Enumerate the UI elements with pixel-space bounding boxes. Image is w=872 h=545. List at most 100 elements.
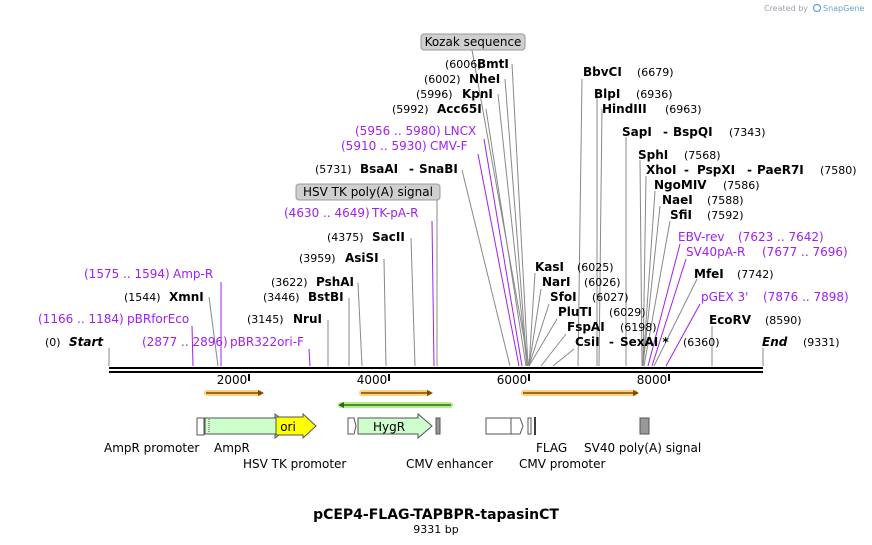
site-sep-pspxi: - [747,163,752,177]
site-sep-bsaai: - [409,162,414,176]
site-name-sphi: SphI [638,148,668,162]
site-pos-blpi: (6936) [636,88,673,101]
start-label: Start [69,335,104,349]
feature-label-cmv-enhancer: CMV enhancer [406,457,493,471]
feature-ori [275,412,317,440]
site-pos-sfii: (7592) [707,209,744,222]
feature-ampr-promoter [196,417,205,436]
start-pos: (0) [45,336,61,349]
primer-range-sv40par: (7677 .. 7696) [762,245,848,259]
primer-range-pbrforeco: (1166 .. 1184) [38,312,124,326]
primer-name-tkpar: TK-pA-R [371,206,419,220]
site-pos-ngomiv: (7586) [723,179,760,192]
feature-label-flag: FLAG [536,441,567,455]
feature-label-ampr: AmpR [214,441,250,455]
badge-hsv-tk-polya: HSV TK poly(A) signal [295,183,441,201]
site-name-nari: NarI [542,275,571,289]
feature-flag [527,417,532,435]
site-name-kasi: KasI [535,260,564,274]
snapgene-logo-icon [812,3,822,13]
features: ori HygR [196,412,650,440]
site-name-naei: NaeI [662,193,693,207]
site-leader-lines [108,49,764,367]
feature-label-ampr-promoter: AmpR promoter [104,441,199,455]
site-sep-csii: - [609,335,614,349]
site-pos-ecorv: (8590) [765,314,802,327]
site-name-bbvci: BbvCI [583,65,622,79]
scale-ticks [248,374,670,381]
site-pos-nrui: (3145) [247,313,284,326]
hygr-label: HygR [373,420,405,434]
site-pos-mfei: (7742) [737,268,774,281]
backbone-bottom-strand [109,371,763,373]
site-pos-sacii: (4375) [327,231,364,244]
site-name-xhoi: XhoI [646,163,677,177]
site-name-pshai: PshAI [316,275,354,289]
site-name-sexai: SexAI * [620,335,669,349]
primer-range-lncx: (5956 .. 5980) [355,124,441,138]
site-name-blpi: BlpI [594,87,620,101]
primer-range-tkpar: (4630 .. 4649) [284,206,370,220]
end-label: End [762,335,788,349]
ori-label: ori [280,420,296,434]
primer-leader-lines [191,138,701,367]
site-name-ecorv: EcoRV [709,313,752,327]
site-name-csii: CsiI [575,335,600,349]
tick-label-4000: 4000 [357,373,388,387]
site-name-xmni: XmnI [169,290,204,304]
site-pos-bstbi: (3446) [263,291,300,304]
svg-text:Kozak sequence: Kozak sequence [425,35,522,49]
site-name-bspqi: BspQI [673,125,713,139]
primer-range-cmvf: (5910 .. 5930) [341,139,427,153]
site-name-bmti: BmtI [477,57,509,71]
site-pos-naei: (7588) [707,194,744,207]
site-name-sfoi: SfoI [550,290,577,304]
primer-name-lncx: LNCX [444,124,476,138]
feature-hsv-tk-polya [435,417,441,435]
site-pos-sapi: (7343) [729,126,766,139]
feature-label-sv40-polya: SV40 poly(A) signal [584,441,701,455]
primer-range-ebvrev: (7623 .. 7642) [738,230,824,244]
svg-text:HSV TK poly(A) signal: HSV TK poly(A) signal [303,185,433,199]
feature-hsv-tk-promoter [347,417,357,435]
site-sep-xhoi: - [684,163,689,177]
brand-text: SnapGene [823,4,864,13]
site-name-paer7i: PaeR7I [757,163,804,177]
site-name-nrui: NruI [293,312,322,326]
primer-range-pgex3: (7876 .. 7898) [763,290,849,304]
map-title: pCEP4-FLAG-TAPBPR-tapasinCT [313,507,559,523]
site-name-pspxi: PspXI [697,163,735,177]
site-name-ngomiv: NgoMIV [654,178,707,192]
site-name-bstbi: BstBI [308,290,344,304]
site-pos-csii: (6360) [683,336,720,349]
site-pos-xhoi: (7580) [820,164,857,177]
site-pos-pluti: (6029) [609,306,646,319]
primer-range-pbr322orif: (2877 .. 2896) [142,335,228,349]
end-pos: (9331) [803,336,840,349]
site-name-snabi: SnaBI [419,162,458,176]
backbone-top-strand [109,367,763,369]
site-sep-sapi: - [663,125,668,139]
feature-sv40-polya [639,417,650,435]
tick-label-8000: 8000 [637,373,668,387]
site-pos-hindiii: (6963) [665,103,702,116]
tick-label-2000: 2000 [217,373,248,387]
site-name-sacii: SacII [372,230,405,244]
site-pos-bbvci: (6679) [637,66,674,79]
primer-name-pgex3: pGEX 3' [701,290,748,304]
site-pos-nari: (6026) [584,276,621,289]
site-pos-bmti: (6006) [445,58,482,71]
site-pos-acc65i: (5992) [392,103,429,116]
feature-label-cmv-promoter: CMV promoter [519,457,606,471]
created-by-text: Created by [764,4,808,13]
feature-hygr [357,412,433,440]
badge-kozak: Kozak sequence [420,33,526,51]
feature-cmv-promoter [510,417,524,435]
site-name-kpni: KpnI [462,87,493,101]
site-pos-xmni: (1544) [124,291,161,304]
site-name-hindiii: HindIII [602,102,647,116]
primer-name-ebvrev: EBV-rev [678,230,724,244]
site-pos-sfoi: (6027) [592,291,629,304]
feature-label-hsv-tk-promoter: HSV TK promoter [243,457,346,471]
